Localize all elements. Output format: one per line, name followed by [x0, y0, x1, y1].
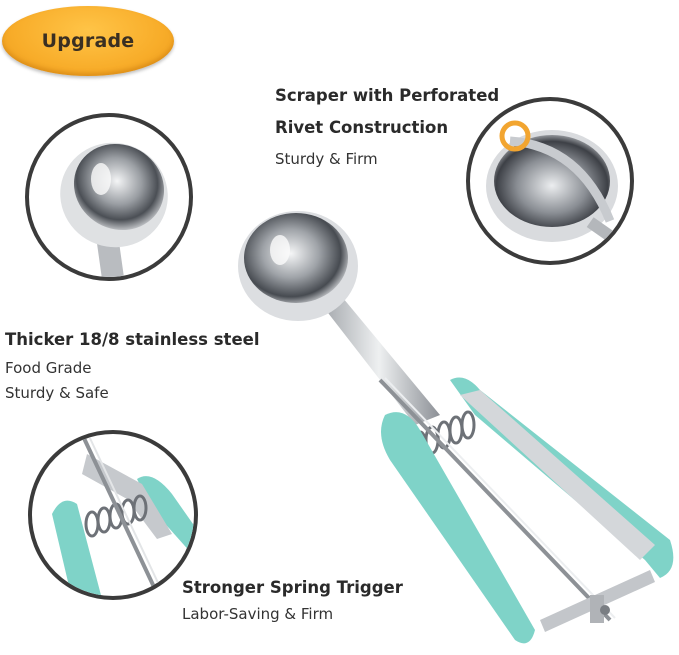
- scraper-rivet-icon: [486, 120, 624, 248]
- feature-spring-title: Stronger Spring Trigger: [182, 578, 403, 597]
- upgrade-badge: Upgrade: [2, 6, 174, 76]
- feature-steel-subtitle-line2: Sturdy & Safe: [5, 384, 109, 402]
- feature-spring-subtitle: Labor-Saving & Firm: [182, 605, 334, 623]
- scoop-bowl-icon: [60, 142, 168, 277]
- feature-scraper-title-line2: Rivet Construction: [275, 118, 449, 137]
- rivet-highlight-ring: [499, 120, 531, 152]
- feature-scraper-subtitle: Sturdy & Firm: [275, 150, 378, 168]
- scoop-bowl-closeup-image: [25, 113, 193, 281]
- feature-steel-title: Thicker 18/8 stainless steel: [5, 330, 260, 349]
- spring-trigger-closeup-image: [28, 430, 198, 600]
- spring-trigger-icon: [52, 434, 194, 596]
- scraper-rivet-closeup-image: [466, 97, 634, 265]
- feature-scraper-title-line1: Scraper with Perforated: [275, 86, 500, 105]
- cookie-scoop-product-image: [230, 200, 679, 655]
- cookie-scoop-icon: [238, 211, 674, 644]
- feature-steel-subtitle-line1: Food Grade: [5, 359, 92, 377]
- upgrade-badge-label: Upgrade: [41, 30, 135, 52]
